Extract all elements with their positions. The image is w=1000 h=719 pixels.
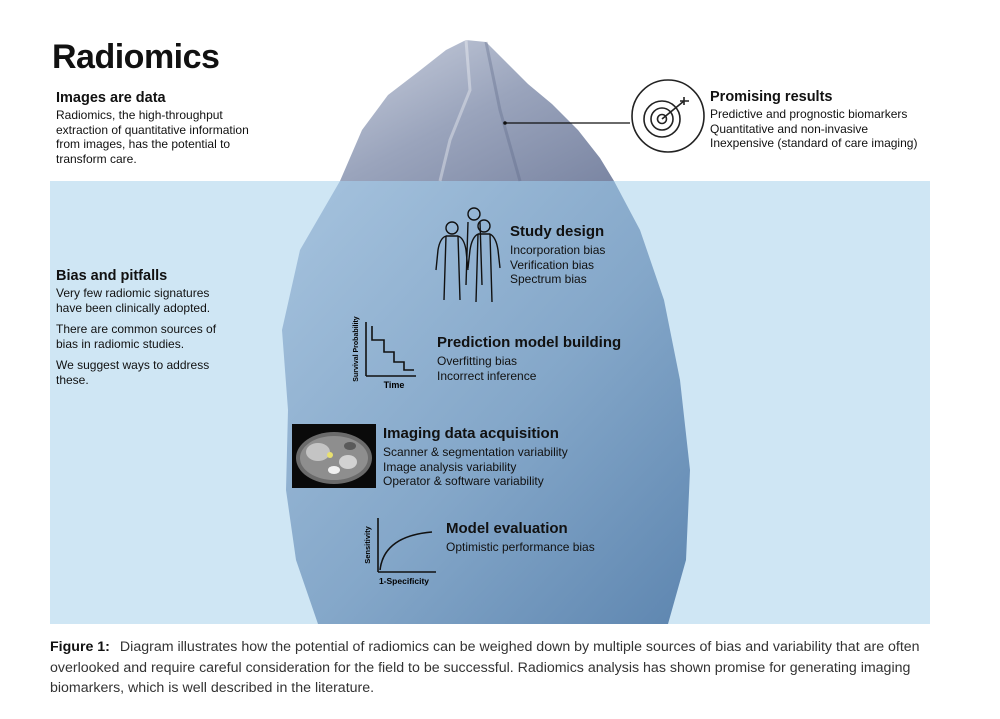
iceberg-submerged [282, 181, 690, 624]
study-design-line: Verification bias [510, 257, 595, 272]
target-icon [631, 79, 705, 153]
roc-ylabel: Sensitivity [363, 525, 372, 563]
iceberg-tip [340, 40, 614, 181]
roc-curve-icon [377, 518, 436, 573]
survival-curve-icon [365, 322, 416, 377]
imaging-acquisition-line: Scanner & segmentation variability [383, 445, 568, 459]
caption-label: Figure 1: [50, 639, 110, 655]
promising-results-line: Inexpensive (standard of care imaging) [710, 136, 918, 150]
imaging-acquisition-line: Image analysis variability [383, 459, 517, 474]
prediction-model-line: Incorrect inference [437, 368, 537, 383]
people-icon [435, 207, 501, 303]
ct-scan-image [292, 424, 376, 488]
study-design-line: Spectrum bias [510, 272, 587, 286]
bias-and-pitfalls-heading: Bias and pitfalls [56, 268, 168, 284]
model-evaluation-line: Optimistic performance bias [446, 540, 595, 554]
study-design-line: Incorporation bias [510, 243, 606, 257]
study-design-block: Study design Incorporation bias Verifica… [510, 223, 605, 287]
images-are-data-heading: Images are data [56, 90, 166, 106]
images-are-data-block: Images are data Radiomics, the high-thro… [56, 90, 249, 166]
model-evaluation-heading: Model evaluation [446, 520, 568, 537]
roc-xlabel: 1-Specificity [379, 576, 429, 586]
promising-results-line: Quantitative and non-invasive [710, 121, 869, 136]
promising-results-heading: Promising results [710, 89, 833, 105]
bias-and-pitfalls-block: Bias and pitfalls Very few radiomic sign… [56, 268, 216, 387]
imaging-acquisition-block: Imaging data acquisition Scanner & segme… [383, 425, 568, 489]
figure-caption: Figure 1:Diagram illustrates how the pot… [50, 637, 930, 699]
bias-line: There are common sources of [56, 322, 217, 336]
figure-title: Radiomics [52, 38, 220, 76]
bias-line: bias in radiomic studies. [56, 336, 185, 351]
imaging-acquisition-line: Operator & software variability [383, 474, 544, 488]
prediction-model-line: Overfitting bias [437, 354, 518, 368]
prediction-model-block: Prediction model building Overfitting bi… [437, 334, 621, 383]
images-are-data-line: from images, has the potential to [56, 137, 231, 151]
bias-line: We suggest ways to address [56, 358, 210, 372]
study-design-heading: Study design [510, 223, 605, 240]
bias-line: have been clinically adopted. [56, 300, 211, 315]
prediction-model-heading: Prediction model building [437, 334, 622, 351]
promising-results-block: Promising results Predictive and prognos… [710, 89, 917, 151]
survival-xlabel: Time [384, 380, 405, 390]
imaging-acquisition-heading: Imaging data acquisition [383, 425, 559, 442]
images-are-data-line: transform care. [56, 151, 137, 166]
images-are-data-line: extraction of quantitative information [56, 122, 249, 137]
bias-line: Very few radiomic signatures [56, 286, 210, 300]
promising-results-line: Predictive and prognostic biomarkers [710, 107, 908, 121]
images-are-data-line: Radiomics, the high-throughput [56, 108, 223, 122]
model-evaluation-block: Model evaluation Optimistic performance … [446, 520, 595, 555]
survival-ylabel: Survival Probability [353, 316, 360, 381]
bias-line: these. [56, 372, 89, 387]
caption-text: Diagram illustrates how the potential of… [50, 639, 920, 696]
